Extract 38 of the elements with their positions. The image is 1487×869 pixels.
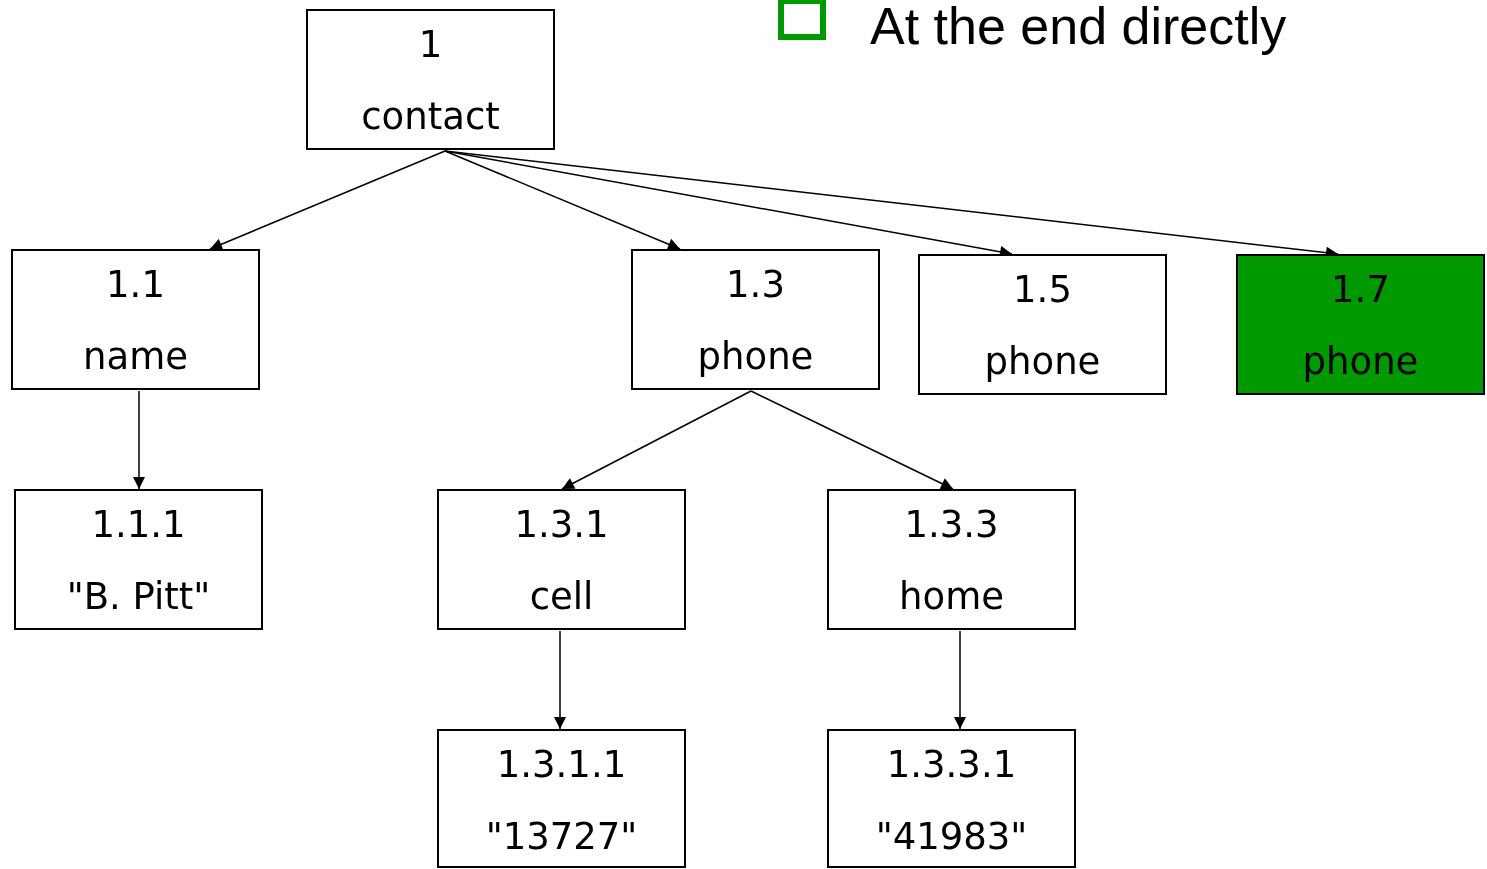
node-label: phone [984,339,1101,385]
node-number: 1.1 [106,262,165,308]
arrow [209,150,446,250]
bullet-text: At the end directly [870,0,1287,56]
tree-node-box [918,254,1167,395]
node-label: "13727" [485,814,638,860]
node-number: 1.3.3 [904,502,999,548]
tree-node-box [1236,254,1485,395]
arrow [954,630,966,730]
node-number: 1 [418,22,443,68]
node-number: 1.3.3.1 [886,742,1017,788]
node-number: 1.7 [1331,267,1390,313]
node-number: 1.3 [726,262,785,308]
node-label: name [83,334,188,380]
tree-node-box [437,729,686,868]
node-label: "41983" [875,814,1028,860]
tree-node-box [437,489,686,630]
node-number: 1.3.1.1 [496,742,627,788]
tree-node-box [631,249,880,390]
node-label: home [899,574,1004,620]
arrow [554,630,566,730]
node-number: 1.1.1 [91,502,186,548]
arrow [444,150,681,250]
node-number: 1.3.1 [514,502,609,548]
tree-node-box [11,249,260,390]
arrow [133,390,145,490]
tree-node-box [827,489,1076,630]
arrow [750,390,954,490]
node-label: phone [697,334,814,380]
node-label: "B. Pitt" [66,574,211,620]
node-label: phone [1302,339,1419,385]
tree-node-box [306,9,555,150]
node-label: cell [529,574,594,620]
node-number: 1.5 [1013,267,1072,313]
arrow [561,390,752,490]
tree-node-box [827,729,1076,868]
node-label: contact [361,94,500,140]
tree-node-box [14,489,263,630]
